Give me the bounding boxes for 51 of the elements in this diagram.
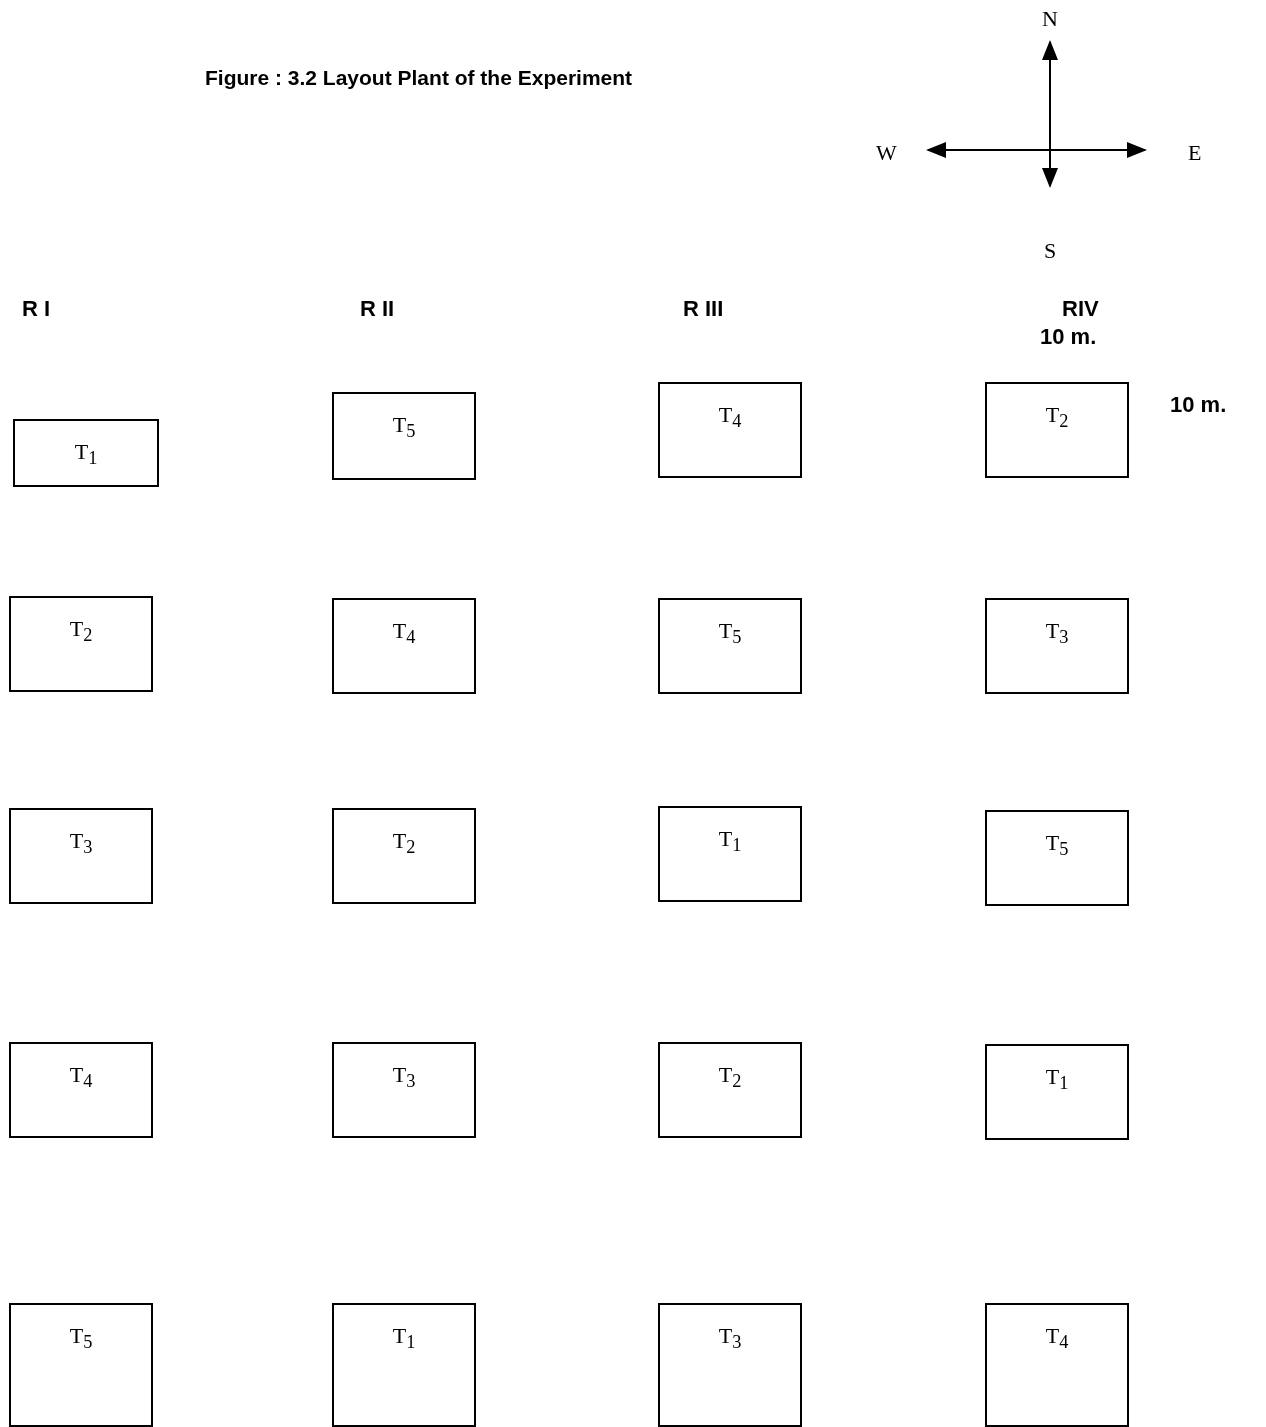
- treatment-label: T$_{2}$: [69, 616, 93, 647]
- replication-label: R III: [683, 296, 724, 322]
- plot-box: [985, 598, 1129, 694]
- treatment-label: T$_{2}$: [1045, 402, 1069, 433]
- compass-label: W: [876, 140, 897, 166]
- plot-box: [9, 1042, 153, 1138]
- plot-box: [9, 808, 153, 904]
- treatment-label: T$_{4}$: [392, 618, 416, 649]
- plot-box: [332, 1303, 476, 1427]
- plot-box: [9, 596, 153, 692]
- plot-box: [985, 810, 1129, 906]
- replication-label: R II: [360, 296, 395, 322]
- plot-box: [9, 1303, 153, 1427]
- treatment-label: T$_{3}$: [69, 828, 93, 859]
- treatment-label: T$_{1}$: [392, 1323, 416, 1354]
- compass-label: E: [1188, 140, 1202, 166]
- treatment-label: T$_{1}$: [74, 439, 98, 470]
- treatment-label: T$_{4}$: [1045, 1323, 1069, 1354]
- treatment-label: T$_{5}$: [392, 412, 416, 443]
- dimension-label: 10 m.: [1040, 324, 1097, 350]
- plot-box: [658, 598, 802, 694]
- treatment-label: T$_{2}$: [392, 828, 416, 859]
- treatment-label: T$_{5}$: [1045, 830, 1069, 861]
- plot-box: [658, 1042, 802, 1138]
- plot-box: [985, 382, 1129, 478]
- plot-box: [332, 392, 476, 480]
- plot-box: [985, 1044, 1129, 1140]
- treatment-label: T$_{5}$: [718, 618, 742, 649]
- plot-box: [658, 1303, 802, 1427]
- plot-box: [658, 382, 802, 478]
- plot-box: [332, 598, 476, 694]
- figure-title: Figure : 3.2 Layout Plant of the Experiment: [205, 66, 633, 90]
- treatment-label: T$_{1}$: [1045, 1064, 1069, 1095]
- plot-box: [332, 808, 476, 904]
- plot-box: [13, 419, 159, 487]
- treatment-label: T$_{1}$: [718, 826, 742, 857]
- compass-label: S: [1044, 238, 1057, 264]
- replication-label: R I: [22, 296, 51, 322]
- treatment-label: T$_{2}$: [718, 1062, 742, 1093]
- treatment-label: T$_{5}$: [69, 1323, 93, 1354]
- treatment-label: T$_{4}$: [69, 1062, 93, 1093]
- treatment-label: T$_{3}$: [392, 1062, 416, 1093]
- dimension-label: 10 m.: [1170, 392, 1227, 418]
- plot-box: [985, 1303, 1129, 1427]
- compass-label: N: [1042, 6, 1058, 32]
- replication-label: RIV: [1062, 296, 1099, 322]
- treatment-label: T$_{3}$: [718, 1323, 742, 1354]
- plot-box: [332, 1042, 476, 1138]
- treatment-label: T$_{4}$: [718, 402, 742, 433]
- treatment-label: T$_{3}$: [1045, 618, 1069, 649]
- plot-box: [658, 806, 802, 902]
